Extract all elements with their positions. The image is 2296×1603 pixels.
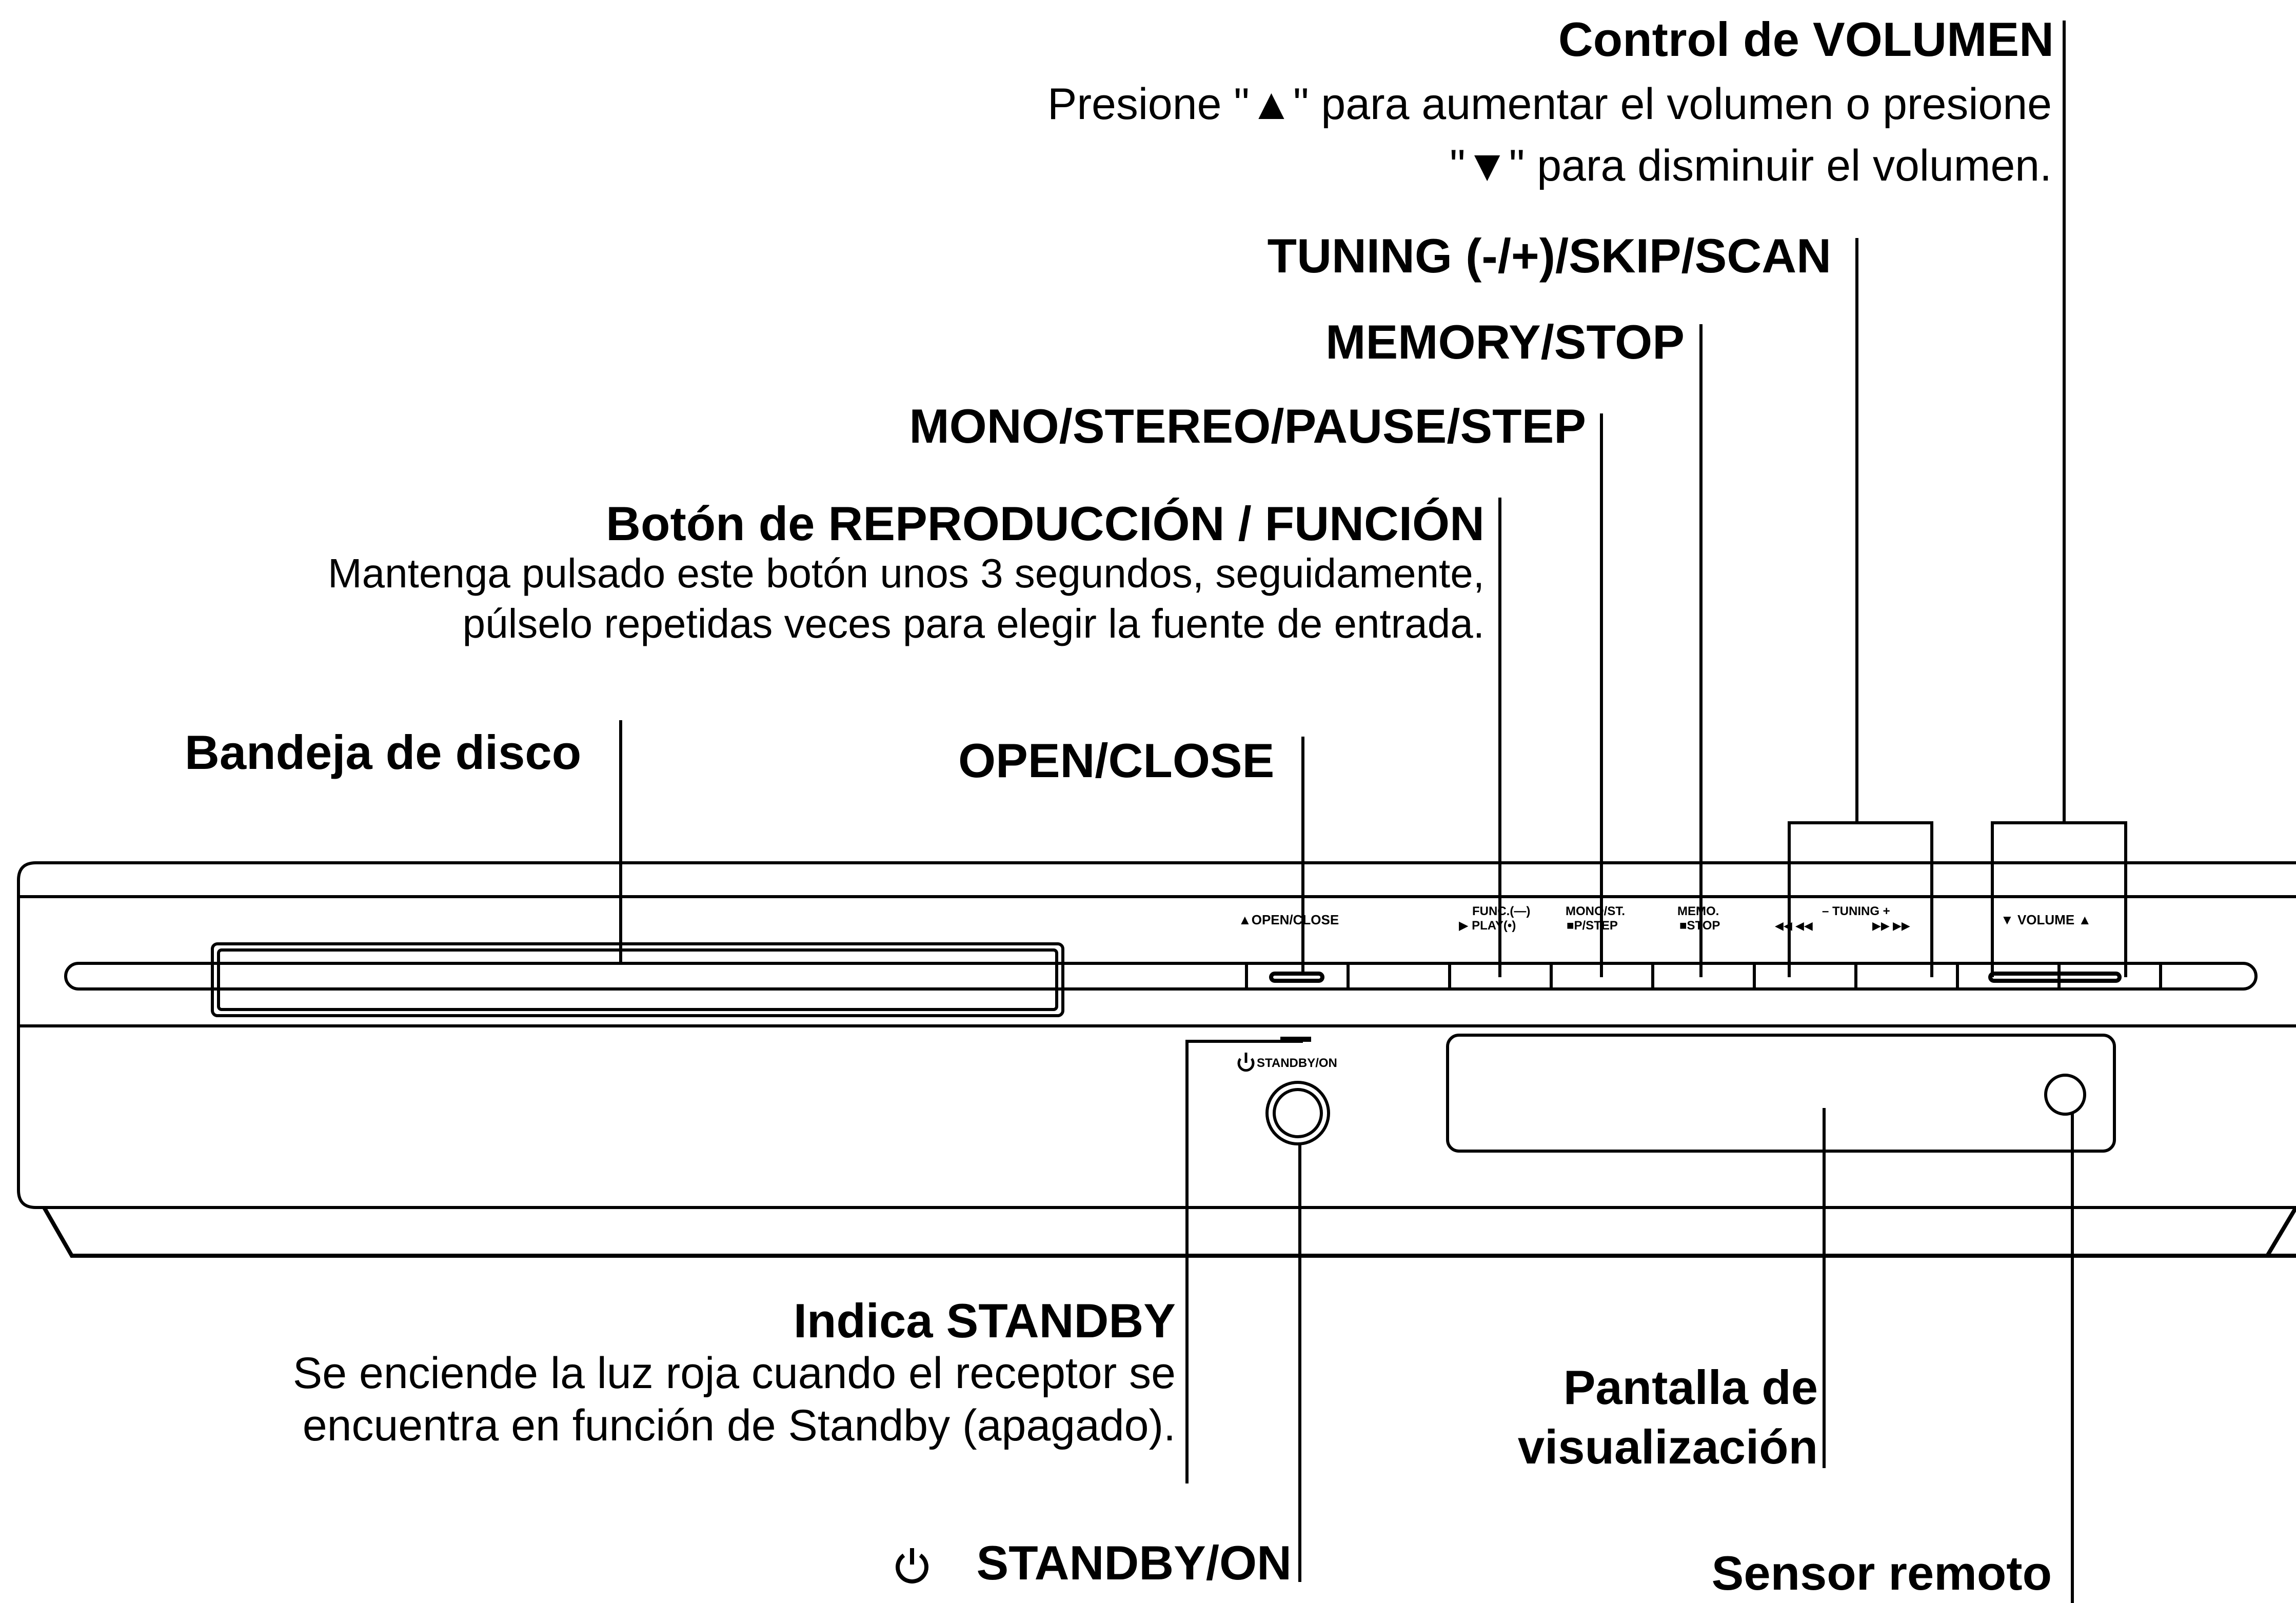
tuning-bracket	[1788, 821, 1933, 977]
display-title-line1: Pantalla de	[1563, 1360, 1818, 1414]
panel-label-volume: ▼ VOLUME ▲	[2001, 912, 2091, 927]
panel-label-pause: ■P/STEP	[1567, 919, 1618, 933]
mono-stereo-title: MONO/STEREO/PAUSE/STEP	[909, 399, 1586, 453]
open-close-button	[1269, 972, 1324, 983]
tuning-title: TUNING (-/+)/SKIP/SCAN	[1267, 229, 1831, 283]
play-function-desc-line1: Mantenga pulsado este botón unos 3 segun…	[328, 550, 1485, 596]
chassis-outline	[17, 861, 2296, 1209]
panel-label-memo: MEMO.	[1677, 904, 1719, 918]
volume-bracket	[1991, 821, 2127, 977]
panel-label-tuning: – TUNING +	[1822, 904, 1890, 918]
display-window	[1446, 1034, 2116, 1153]
panel-label-skip-back: ◀◀ ◀◀	[1775, 919, 1813, 932]
chassis-base-right	[2265, 1206, 2296, 1257]
panel-label-open-close: ▲OPEN/CLOSE	[1238, 912, 1339, 927]
memory-stop-title: MEMORY/STOP	[1325, 315, 1685, 369]
standby-on-title: STANDBY/ON	[976, 1536, 1292, 1590]
volume-control-desc-line2: "▼" para disminuir el volumen.	[1450, 141, 2052, 190]
panel-label-play: ▶ PLAY(•)	[1459, 919, 1516, 933]
volume-control-title: Control de VOLUMEN	[1558, 12, 2054, 66]
standby-indicator-desc-line2: encuentra en función de Standby (apagado…	[302, 1401, 1176, 1450]
leader-standby-indicator	[1185, 1040, 1303, 1483]
remote-sensor	[2044, 1074, 2086, 1116]
open-close-title: OPEN/CLOSE	[958, 734, 1275, 787]
chassis-base	[42, 1206, 2296, 1258]
standby-on-power-icon	[896, 1548, 928, 1584]
panel-label-func: FUNC.(—)	[1472, 904, 1530, 918]
standby-on-button-inner	[1273, 1088, 1323, 1138]
play-function-desc-line2: púlselo repetidas veces para elegir la f…	[462, 601, 1485, 646]
disc-tray-inner	[217, 948, 1058, 1011]
standby-indicator-desc-line1: Se enciende la luz roja cuando el recept…	[292, 1349, 1176, 1398]
display-title-line2: visualización	[1517, 1420, 1818, 1474]
panel-label-mono: MONO/ST.	[1566, 904, 1625, 918]
standby-indicator-title: Indica STANDBY	[793, 1294, 1176, 1348]
panel-label-stop: ■STOP	[1679, 919, 1720, 933]
tray-strip	[64, 962, 2258, 991]
panel-label-skip-fwd: ▶▶ ▶▶	[1872, 919, 1910, 932]
disc-tray-title: Bandeja de disco	[185, 725, 582, 779]
volume-control-desc-line1: Presione "▲" para aumentar el volumen o …	[1047, 80, 2052, 129]
panel-label-standby: STANDBY/ON	[1257, 1056, 1337, 1070]
volume-button	[1988, 972, 2122, 983]
power-icon	[1237, 1058, 1255, 1072]
disc-tray	[211, 942, 1064, 1017]
play-function-title: Botón de REPRODUCCIÓN / FUNCIÓN	[606, 497, 1485, 550]
standby-on-button	[1265, 1081, 1330, 1145]
remote-sensor-title: Sensor remoto	[1711, 1546, 2052, 1600]
